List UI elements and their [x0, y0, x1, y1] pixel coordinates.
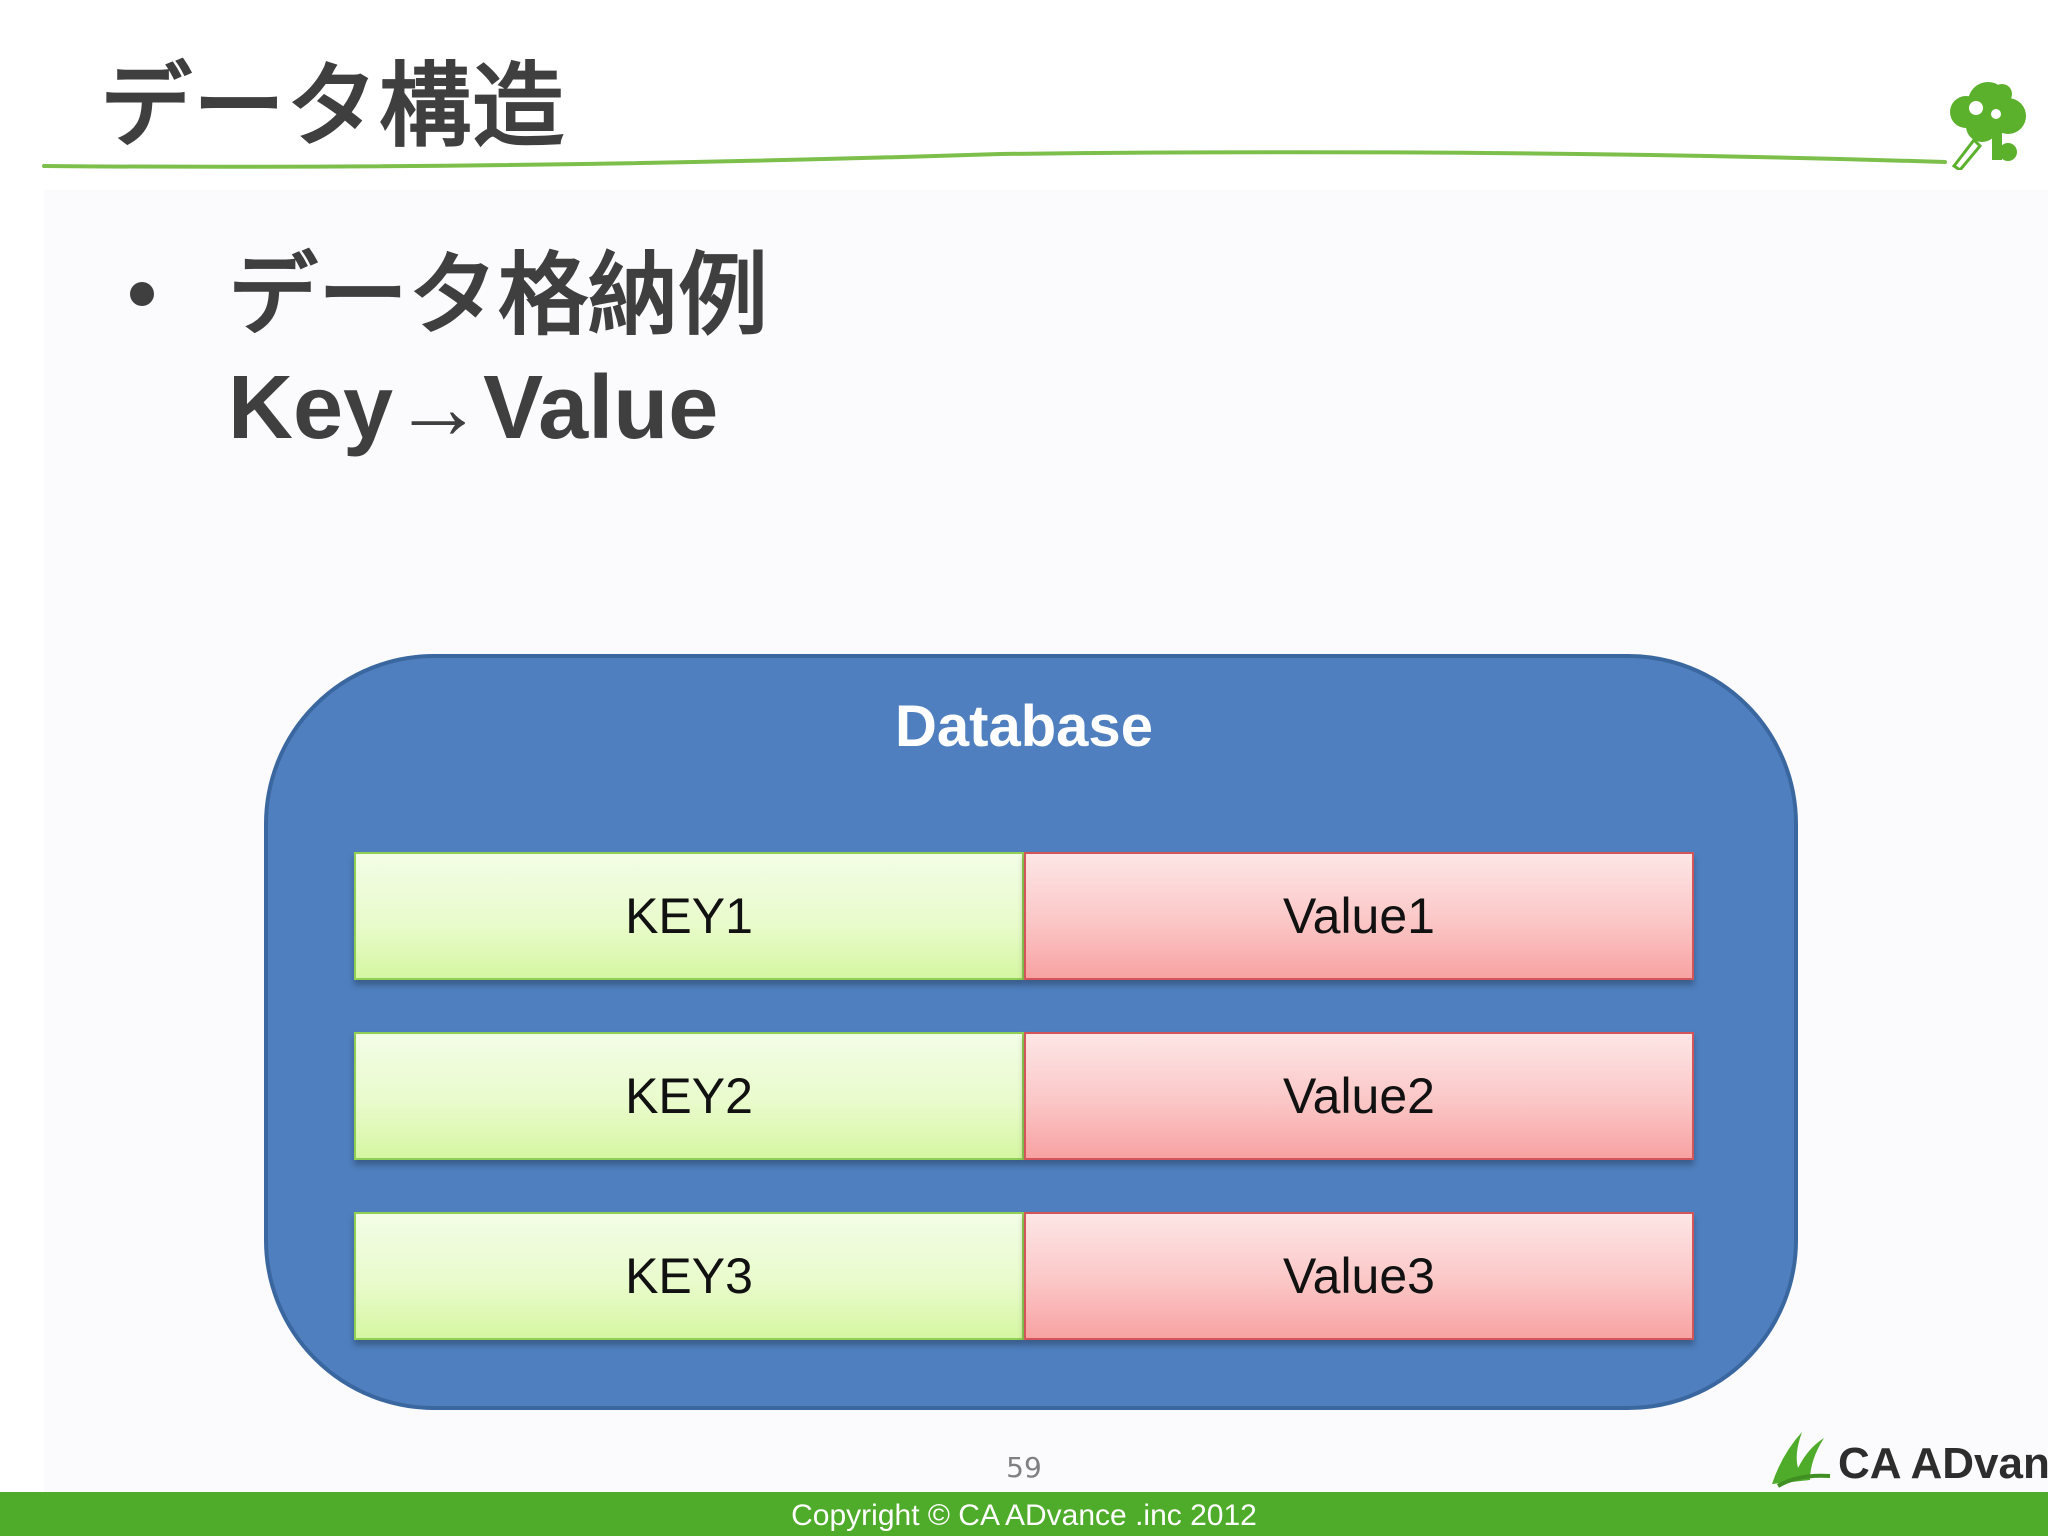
bullet-dot	[130, 282, 154, 306]
footer-bar: Copyright © CA ADvance .inc 2012	[0, 1492, 2048, 1536]
key-cell: KEY1	[354, 852, 1024, 980]
value-cell: Value2	[1024, 1032, 1694, 1160]
value-cell: Value3	[1024, 1212, 1694, 1340]
brand-logo-icon	[1772, 1432, 1831, 1488]
key-value-row: KEY3 Value3	[354, 1212, 1694, 1340]
page-title: データ構造	[100, 53, 566, 160]
key-value-row: KEY2 Value2	[354, 1032, 1694, 1160]
brand-name: CA ADvance	[1838, 1439, 2048, 1488]
value-cell: Value1	[1024, 852, 1694, 980]
key-value-row: KEY1 Value1	[354, 852, 1694, 980]
bullet-text: データ格納例 Key→Value	[228, 240, 768, 464]
key-cell: KEY3	[354, 1212, 1024, 1340]
database-label: Database	[895, 694, 1153, 759]
bullet-line-1: データ格納例	[228, 246, 768, 346]
tree-logo-icon	[1950, 82, 2026, 170]
key-cell: KEY2	[354, 1032, 1024, 1160]
copyright-text: Copyright © CA ADvance .inc 2012	[791, 1499, 1257, 1532]
bullet-line-2: Key→Value	[228, 358, 719, 458]
page-number: 59	[1006, 1451, 1042, 1484]
title-underline	[42, 150, 1947, 169]
